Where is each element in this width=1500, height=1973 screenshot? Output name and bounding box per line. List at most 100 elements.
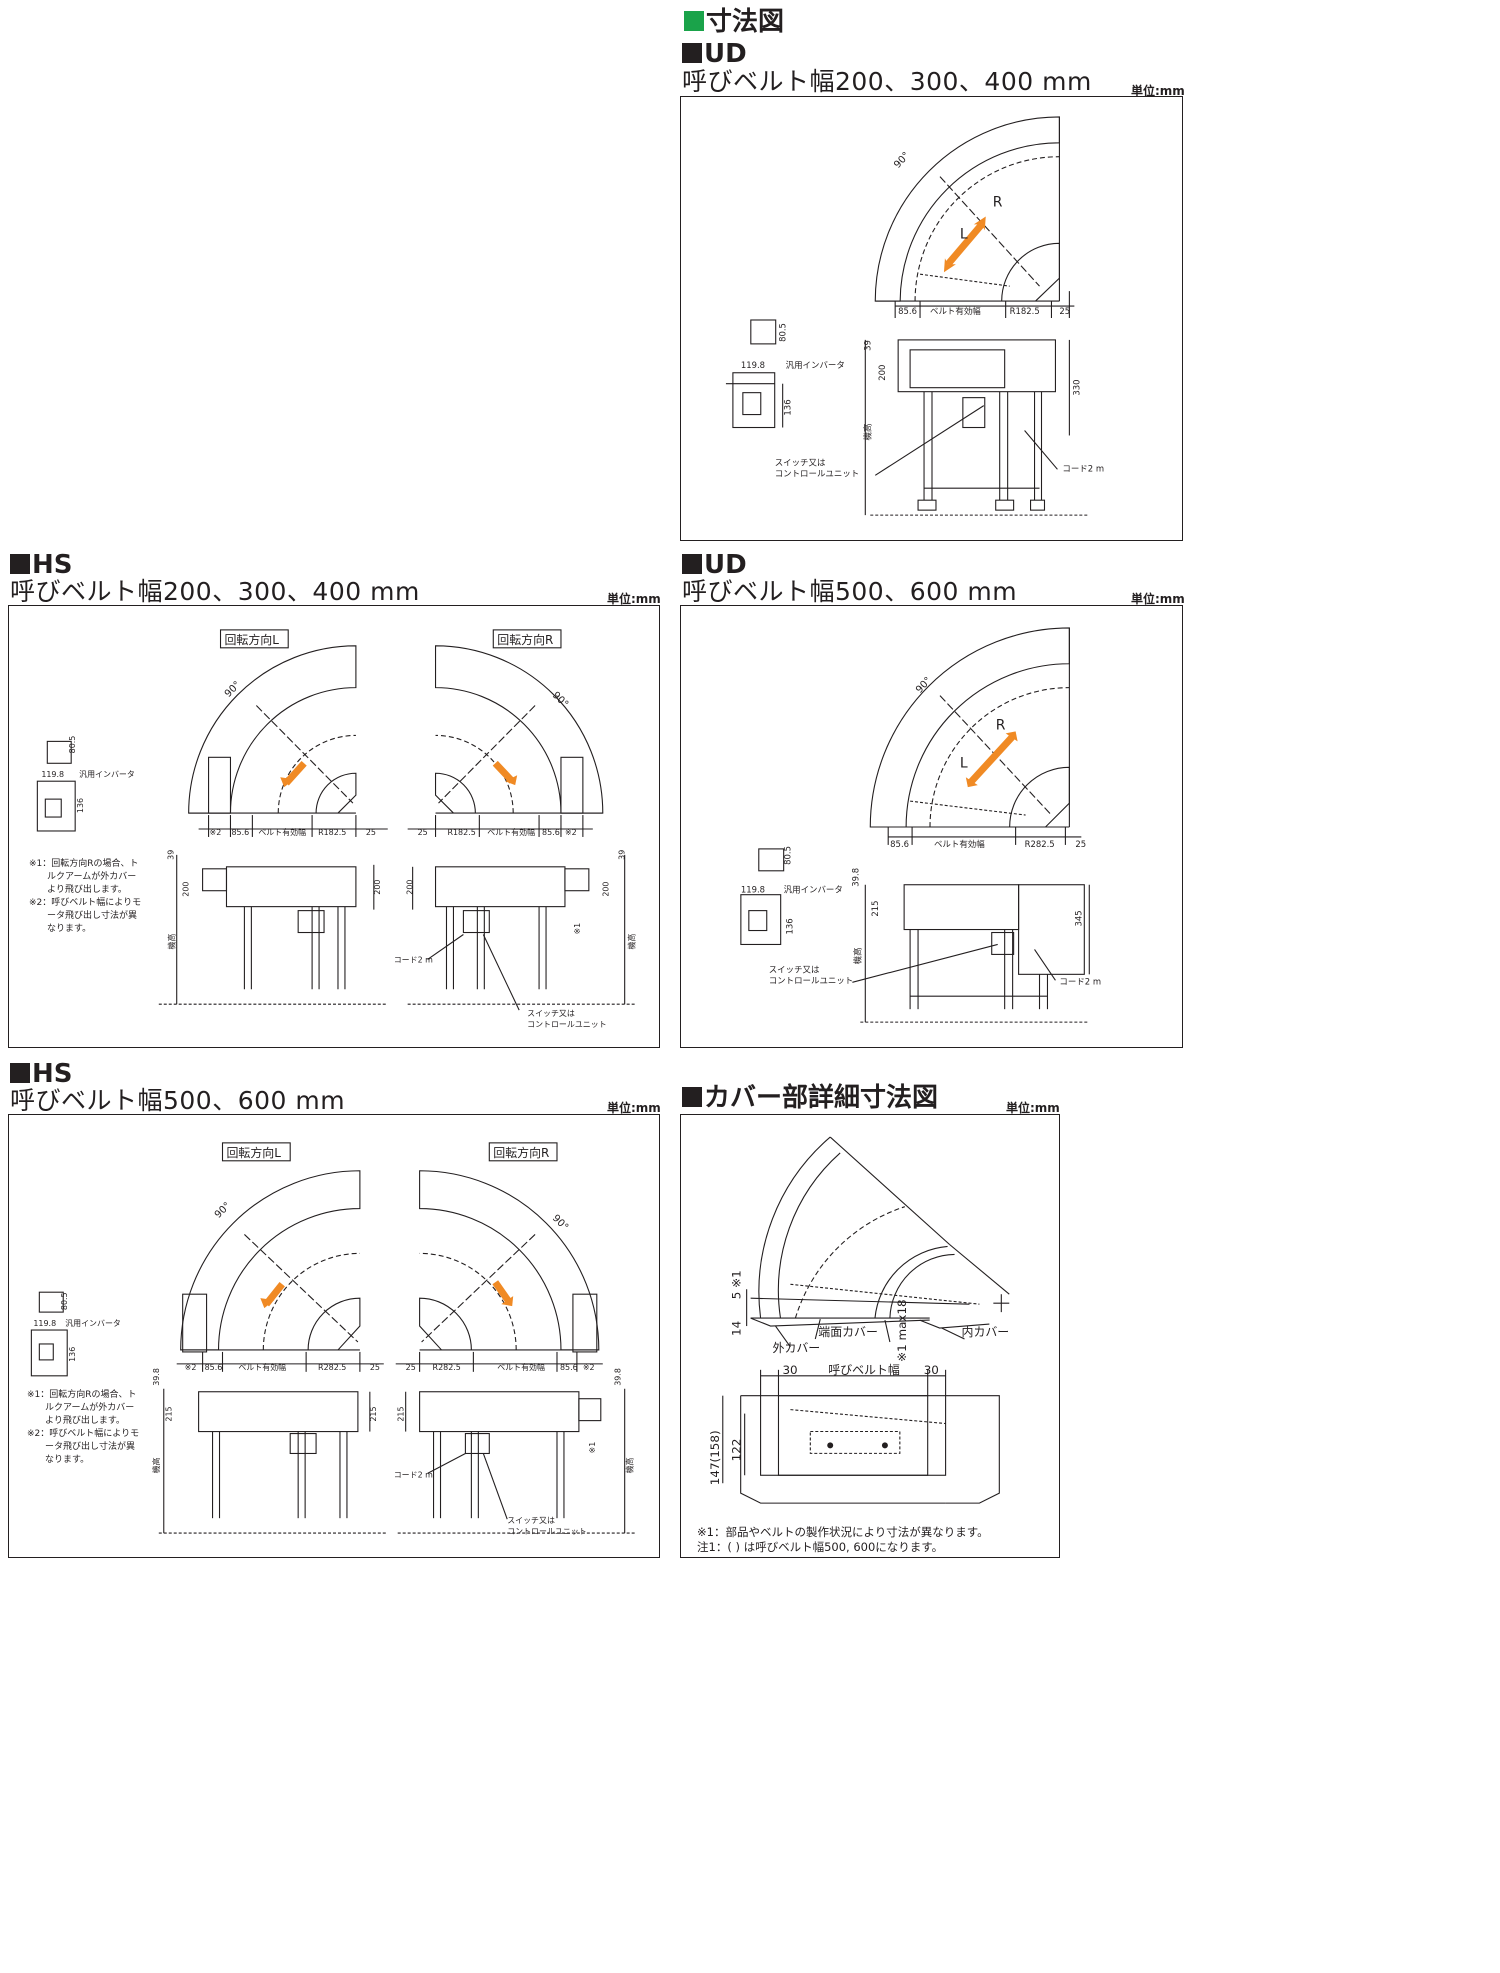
dim-200-r2: 200 (602, 881, 611, 896)
drawing-hs-200-400: 回転方向L 回転方向R 90° 90° ※2 85.6 ベルト有効幅 R182.… (8, 605, 660, 1048)
section-heading-hs2: HS (10, 1061, 73, 1087)
dim-85-6-l: 85.6 (205, 1363, 223, 1372)
label-inverter: 汎用インバータ (65, 1319, 121, 1328)
label-cord: コード2 m (394, 1470, 433, 1479)
dim-machine-height-r: 機高 (627, 933, 637, 949)
label-switch-2: コントロールユニット (775, 468, 860, 478)
dim-30-right: 30 (924, 1363, 939, 1377)
square-icon (10, 554, 30, 574)
dim-330: 330 (1071, 380, 1081, 396)
dim-25: 25 (1059, 306, 1070, 316)
dim-85-6-r: 85.6 (542, 828, 560, 837)
dim-80-5: 80.5 (783, 846, 793, 865)
dim-85-6: 85.6 (898, 306, 917, 316)
square-icon (682, 1087, 702, 1107)
label-switch-1: スイッチ又は (769, 964, 820, 974)
ud-drawing-svg: 90° R L 85.6 ベルト有効幅 R182.5 25 39 200 330… (725, 116, 1104, 516)
square-icon (682, 554, 702, 574)
label-l: L (960, 755, 968, 771)
label-inverter: 汎用インバータ (784, 885, 843, 895)
section-heading-cover: カバー部詳細寸法図 (682, 1085, 938, 1111)
unit-label: 単位:mm (607, 592, 661, 606)
label-nominal-width: 呼びベルト幅 (828, 1363, 900, 1377)
dim-machine-height-l: 機高 (151, 1457, 161, 1473)
square-icon (10, 1063, 30, 1083)
dim-80-5: 80.5 (60, 1292, 69, 1310)
rotation-arrow (967, 733, 1017, 786)
dim-200-r: 200 (406, 880, 415, 895)
dim-119-8: 119.8 (33, 1319, 56, 1328)
unit-label: 単位:mm (1131, 592, 1185, 606)
dim-85-6-l: 85.6 (231, 828, 249, 837)
section-heading-ud1: UD (682, 41, 747, 67)
dim-200-l2: 200 (373, 880, 382, 895)
label-rot-r: 回転方向R (493, 1145, 549, 1160)
dim-119-8: 119.8 (41, 770, 64, 779)
rotation-arrow-r (492, 1280, 513, 1305)
dim-machine-height: 機高 (862, 424, 872, 441)
label-l: L (960, 226, 968, 242)
dim-belt-width-l: ベルト有効幅 (238, 1362, 286, 1372)
label-cord: コード2 m (394, 955, 433, 964)
label-switch-2: コントロールユニット (507, 1527, 587, 1536)
dim-machine-height: 機高 (852, 947, 862, 964)
section-subtitle-ud1: 呼びベルト幅200、300、400 mm (682, 67, 1092, 96)
dim-39-r: 39 (618, 850, 627, 860)
dim-machine-height-l: 機高 (167, 933, 177, 949)
label-r: R (996, 717, 1006, 733)
dim-200-l: 200 (182, 881, 191, 896)
hs2-drawing-svg: 回転方向L 回転方向R 90° 90° ※2 85.6 ベルト有効幅 R282.… (30, 1142, 637, 1536)
label-switch-2: コントロールユニット (769, 975, 854, 985)
section-subtitle-ud2: 呼びベルト幅500、600 mm (682, 577, 1018, 606)
dim-80-5: 80.5 (778, 323, 788, 342)
label-inverter: 汎用インバータ (79, 770, 135, 779)
note1-r: ※1 (588, 1442, 597, 1454)
hs-drawing-svg: 回転方向L 回転方向R 90° 90° ※2 85.6 ベルト有効幅 R182.… (36, 629, 637, 1029)
dim-119-8: 119.8 (741, 885, 765, 895)
dim-angle: 90° (892, 150, 912, 170)
dim-max18: ※1 max18 (895, 1299, 909, 1362)
cover-notes: ※1：部品やベルトの製作状況により寸法が異なります。 注1：( ) は呼びベルト… (697, 1525, 989, 1555)
hs2-notes: ※1：回転方向Rの場合、ト ルクアームが外カバー より飛び出します。 ※2：呼び… (27, 1390, 140, 1465)
dim-39-8-r: 39.8 (614, 1368, 623, 1386)
label-switch-1: スイッチ又は (775, 457, 826, 467)
unit-label: 単位:mm (1006, 1101, 1060, 1115)
dim-85-6: 85.6 (890, 839, 909, 849)
dim-angle-r: 90° (550, 690, 570, 710)
dim-belt-width-r: ベルト有効幅 (487, 827, 535, 837)
label-rot-l: 回転方向L (224, 632, 279, 647)
dim-angle: 90° (914, 675, 934, 695)
dim-136: 136 (783, 399, 793, 415)
note1-r: ※1 (573, 923, 582, 935)
dim-215-l2: 215 (369, 1406, 378, 1421)
dim-80-5: 80.5 (68, 736, 77, 754)
dim-25-r: 25 (418, 828, 428, 837)
dim-belt-width: ベルト有効幅 (930, 306, 981, 316)
label-cord: コード2 m (1059, 976, 1101, 986)
drawing-ud-200-400: 90° R L 85.6 ベルト有効幅 R182.5 25 39 200 330… (680, 96, 1183, 541)
dim-25-l: 25 (370, 1363, 380, 1372)
dim-belt-width: ベルト有効幅 (934, 839, 985, 849)
dim-30-left: 30 (782, 1363, 797, 1377)
dim-136: 136 (68, 1347, 77, 1362)
label-inverter: 汎用インバータ (786, 360, 845, 370)
label-outer-cover: 外カバー (773, 1341, 821, 1355)
drawing-cover-detail: 5 ※1 14 端面カバー ※1 max18 内カバー 外カバー 30 呼びベル… (680, 1114, 1060, 1558)
note2-r: ※2 (583, 1363, 595, 1372)
label-end-cover: 端面カバー (818, 1325, 878, 1339)
unit-label: 単位:mm (1131, 84, 1185, 98)
dim-147: 147(158) (708, 1430, 722, 1485)
dim-200: 200 (877, 365, 887, 381)
section-subtitle-hs1: 呼びベルト幅200、300、400 mm (10, 577, 420, 606)
rotation-arrow (945, 222, 985, 267)
ud2-drawing-svg: 90° R L 85.6 ベルト有効幅 R282.5 25 39.8 215 3… (740, 627, 1101, 1023)
dim-r282-l: R282.5 (318, 1363, 346, 1372)
dim-136: 136 (785, 918, 795, 934)
dim-39-l: 39 (167, 850, 176, 860)
drawing-hs-500-600: 回転方向L 回転方向R 90° 90° ※2 85.6 ベルト有効幅 R282.… (8, 1114, 660, 1558)
dim-belt-width-r: ベルト有効幅 (497, 1362, 545, 1372)
hs-notes: ※1：回転方向Rの場合、ト ルクアームが外カバー より飛び出します。 ※2：呼び… (29, 859, 142, 934)
dim-angle-l: 90° (213, 1200, 233, 1220)
label-switch-2: コントロールユニット (527, 1020, 607, 1029)
note2-l: ※2 (185, 1363, 197, 1372)
